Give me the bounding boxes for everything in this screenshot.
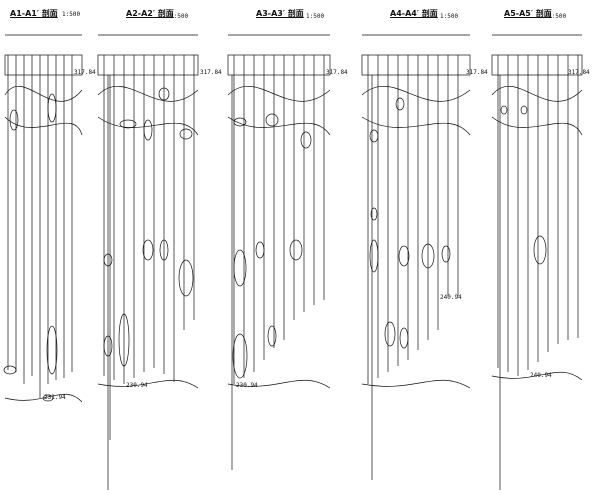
- section-header-box-a2: [97, 54, 199, 76]
- bedrock-line-a1: [4, 393, 83, 403]
- bedrock-line-a3: [227, 379, 331, 389]
- section-scale-a1: 1:500: [62, 11, 81, 18]
- void-anomaly-a2-9: [178, 259, 194, 297]
- void-anomaly-a1-2: [47, 93, 57, 123]
- void-anomaly-a2-7: [142, 239, 154, 261]
- void-anomaly-a2-4: [179, 128, 193, 140]
- rock-layer-a1: [4, 116, 83, 136]
- section-title-a4: A4-A4′ 剖面: [390, 9, 438, 18]
- void-anomaly-a2-1: [119, 119, 137, 129]
- rock-layer-a3: [227, 116, 331, 136]
- void-anomaly-a5-3: [520, 105, 528, 115]
- void-anomaly-a4-3: [369, 239, 379, 273]
- section-scale-a3: 1:500: [306, 13, 325, 20]
- bedrock-line-a2: [97, 379, 199, 389]
- void-anomaly-a4-2: [395, 97, 405, 111]
- void-anomaly-a4-6: [441, 245, 451, 263]
- section-scale-a4: 1:500: [440, 13, 459, 20]
- bedrock-line-a4: [361, 379, 471, 389]
- void-anomaly-a3-3: [300, 131, 312, 149]
- void-anomaly-a3-6: [255, 241, 265, 259]
- top-elevation-a4: 317.84: [466, 69, 488, 76]
- void-anomaly-a2-2: [143, 119, 153, 141]
- void-anomaly-a3-1: [233, 117, 247, 127]
- void-anomaly-a5-1: [533, 235, 547, 265]
- void-anomaly-a2-8: [159, 239, 169, 261]
- section-title-a1: A1-A1′ 剖面: [10, 9, 58, 18]
- ground-surface-a5: [491, 85, 583, 102]
- void-anomaly-a1-1: [9, 109, 19, 131]
- rock-layer-a2: [97, 116, 199, 136]
- void-anomaly-a4-5: [421, 243, 435, 269]
- void-anomaly-a4-9: [370, 207, 378, 221]
- bottom-elevation-a5: 240.94: [530, 372, 552, 379]
- bottom-elevation-a2: 230.94: [126, 382, 148, 389]
- void-anomaly-a3-8: [267, 325, 277, 347]
- section-scale-a2: 1:500: [170, 13, 189, 20]
- ground-surface-a1: [4, 85, 83, 102]
- bedrock-line-a5: [491, 371, 583, 381]
- void-anomaly-a1-3: [46, 325, 58, 375]
- void-anomaly-a4-1: [369, 129, 379, 143]
- section-header-box-a5: [491, 54, 583, 76]
- bottom-elevation-a4: 240.94: [440, 294, 462, 301]
- section-title-a2: A2-A2′ 剖面: [126, 9, 174, 18]
- void-anomaly-a3-2: [265, 113, 279, 127]
- top-elevation-a3: 317.84: [326, 69, 348, 76]
- section-title-a5: A5-A5′ 剖面: [504, 9, 552, 18]
- rock-layer-a5: [491, 116, 583, 136]
- section-header-box-a1: [4, 54, 83, 76]
- bottom-elevation-a3: 230.94: [236, 382, 258, 389]
- top-elevation-a5: 317.84: [568, 69, 590, 76]
- rock-layer-a4: [361, 116, 471, 136]
- top-elevation-a1: 317.84: [74, 69, 96, 76]
- void-anomaly-a3-7: [232, 333, 248, 379]
- void-anomaly-a3-4: [233, 249, 247, 287]
- void-anomaly-a2-5: [118, 313, 130, 367]
- section-title-a3: A3-A3′ 剖面: [256, 9, 304, 18]
- top-elevation-a2: 317.84: [200, 69, 222, 76]
- void-anomaly-a4-8: [399, 327, 409, 349]
- void-anomaly-a4-4: [398, 245, 410, 267]
- section-header-box-a4: [361, 54, 471, 76]
- ground-surface-a3: [227, 85, 331, 102]
- ground-surface-a2: [97, 85, 199, 102]
- bottom-elevation-a1: 231.94: [44, 394, 66, 401]
- section-header-box-a3: [227, 54, 331, 76]
- void-anomaly-a5-2: [500, 105, 508, 115]
- void-anomaly-a1-4: [3, 365, 17, 375]
- void-anomaly-a2-3: [158, 87, 170, 101]
- void-anomaly-a4-7: [384, 321, 396, 347]
- void-anomaly-a3-5: [289, 239, 303, 261]
- section-scale-a5: 1:500: [548, 13, 567, 20]
- ground-surface-a4: [361, 85, 471, 102]
